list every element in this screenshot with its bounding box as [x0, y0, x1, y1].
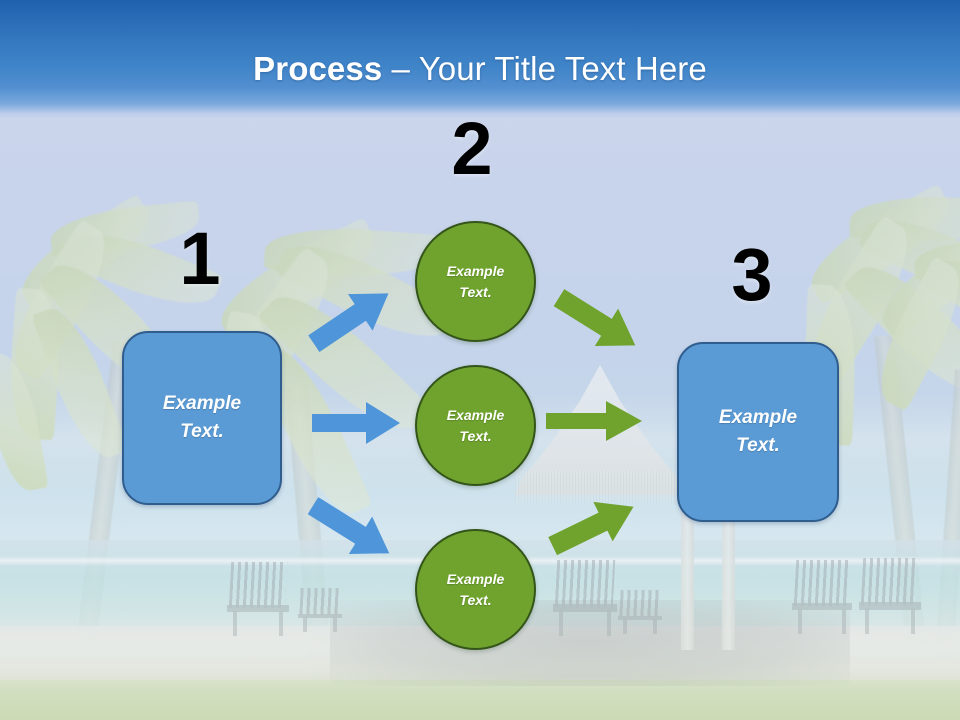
step-number-1: 1 — [179, 217, 221, 300]
circle-middle-label: Example Text. — [446, 406, 505, 444]
circle-middle[interactable]: Example Text. — [415, 365, 536, 486]
right-process-box-label: Example Text. — [718, 406, 798, 457]
right-process-box[interactable]: Example Text. — [677, 342, 839, 522]
page-title-separator: – — [382, 50, 419, 87]
header-band — [0, 0, 960, 118]
circle-bottom-label: Example Text. — [446, 570, 505, 608]
step-number-3: 3 — [731, 233, 773, 316]
blue-arrow-up-right-icon — [300, 278, 404, 358]
page-title-strong: Process — [253, 50, 383, 87]
page-title: Process – Your Title Text Here — [0, 50, 960, 87]
page-title-light: Your Title Text Here — [418, 50, 707, 87]
blue-arrow-down-right-icon — [300, 490, 404, 570]
green-arrow-down-right-icon — [546, 282, 650, 362]
left-process-box-label: Example Text. — [162, 392, 242, 443]
step-number-2: 2 — [451, 107, 493, 190]
circle-bottom[interactable]: Example Text. — [415, 529, 536, 650]
green-arrow-up-right-icon — [542, 486, 646, 566]
left-process-box[interactable]: Example Text. — [122, 331, 282, 505]
circle-top[interactable]: Example Text. — [415, 221, 536, 342]
green-arrow-right-icon — [544, 398, 644, 444]
blue-arrow-right-icon — [310, 400, 402, 446]
circle-top-label: Example Text. — [446, 262, 505, 300]
